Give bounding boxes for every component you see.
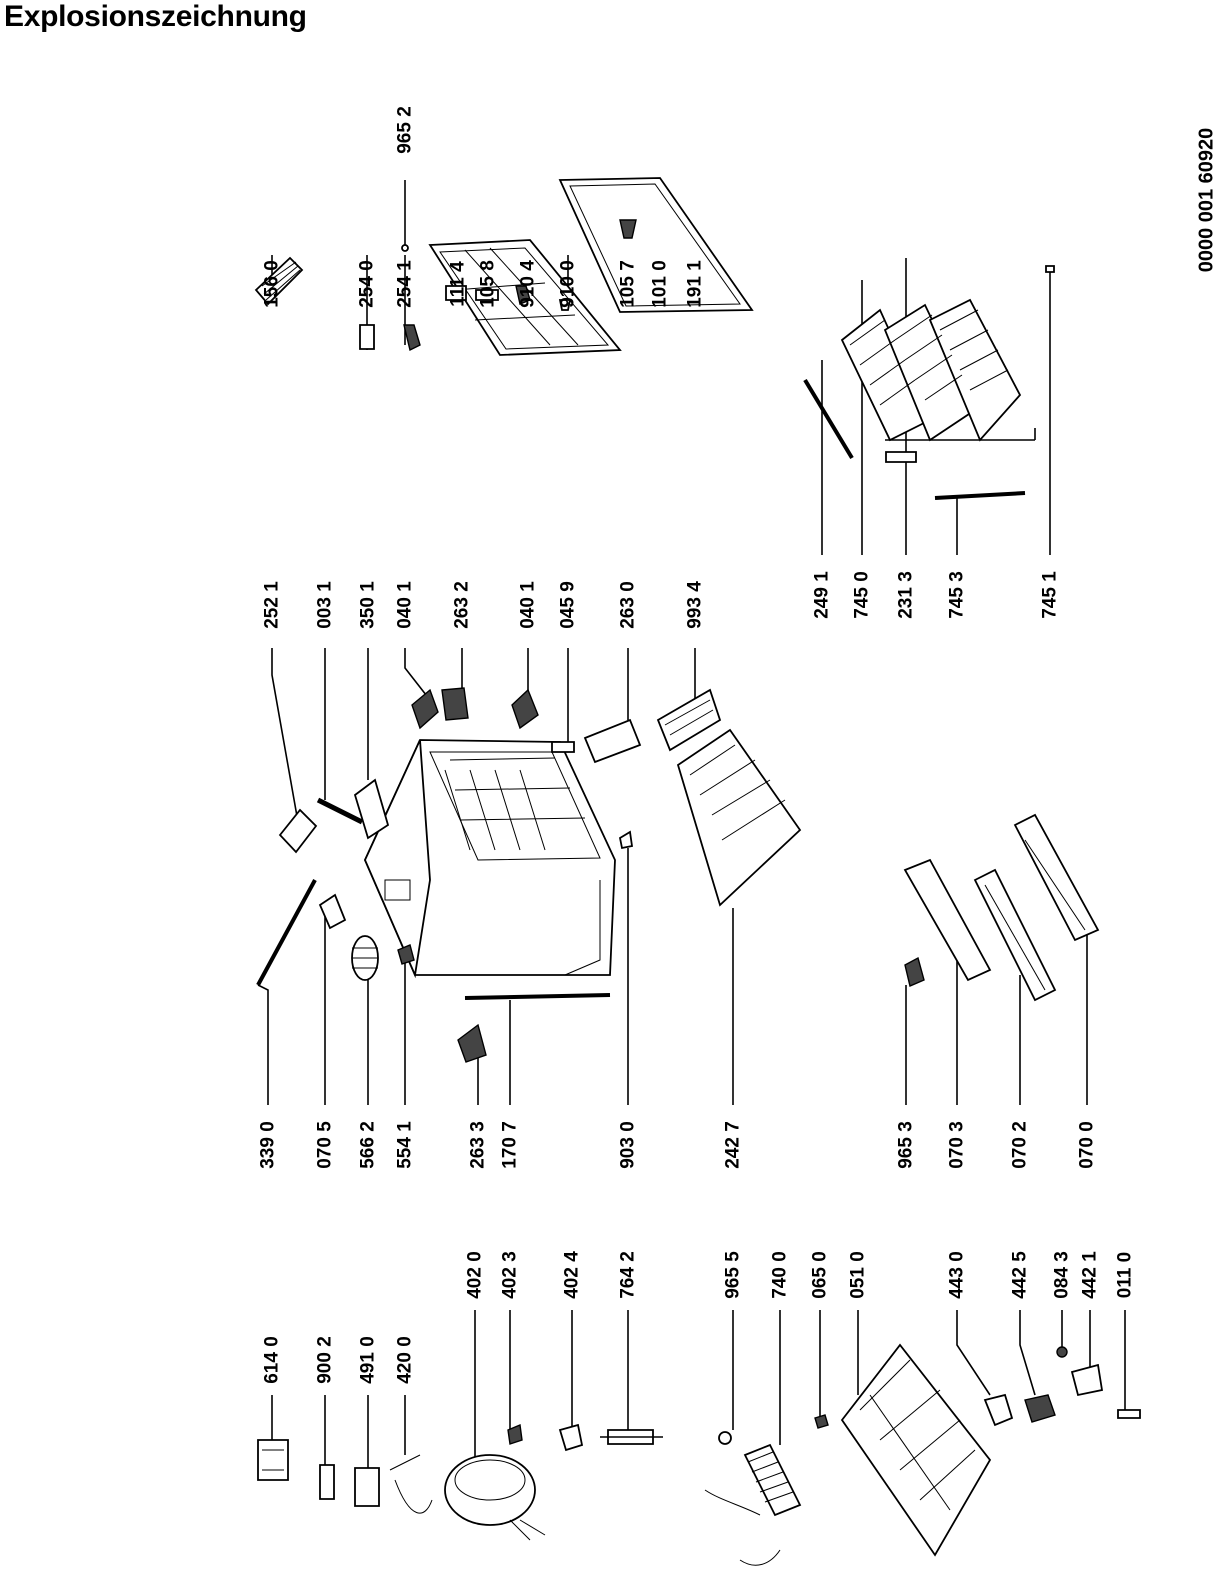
part-label-910-4: 910 4 (517, 260, 539, 308)
cabinet-body (365, 740, 615, 975)
part-label-965-2: 965 2 (394, 106, 416, 154)
part-label-993-4: 993 4 (684, 581, 706, 629)
part-label-252-1: 252 1 (261, 581, 283, 629)
part-label-740-0: 740 0 (769, 1251, 791, 1299)
leader-443-0 (957, 1310, 990, 1395)
part-label-231-3: 231 3 (895, 571, 917, 619)
part-label-065-0: 065 0 (809, 1251, 831, 1299)
part-label-402-3: 402 3 (499, 1251, 521, 1299)
part-label-442-5: 442 5 (1009, 1251, 1031, 1299)
leader-339-0 (258, 985, 268, 1105)
part-label-070-2: 070 2 (1009, 1121, 1031, 1169)
condenser-740-0 (705, 1415, 828, 1565)
part-label-070-5: 070 5 (314, 1121, 336, 1169)
cabinet-parts (258, 688, 800, 1062)
leader-442-5 (1020, 1310, 1035, 1395)
part-label-350-1: 350 1 (357, 581, 379, 629)
part-label-420-0: 420 0 (394, 1336, 416, 1384)
part-label-402-4: 402 4 (561, 1251, 583, 1299)
part-label-070-0: 070 0 (1076, 1121, 1098, 1169)
part-label-263-3: 263 3 (467, 1121, 489, 1169)
part-label-254-1: 254 1 (394, 260, 416, 308)
part-label-084-3: 084 3 (1051, 1251, 1073, 1299)
part-label-105-7: 105 7 (617, 260, 639, 308)
compressor-402-0 (445, 1425, 663, 1540)
leader-040-1a (405, 648, 430, 700)
leader-252-1 (272, 648, 298, 822)
part-label-745-3: 745 3 (946, 571, 968, 619)
door-gasket-191-1 (560, 178, 752, 312)
part-label-339-0: 339 0 (257, 1121, 279, 1169)
small-parts-top (360, 220, 636, 350)
part-label-903-0: 903 0 (617, 1121, 639, 1169)
part-label-242-7: 242 7 (722, 1121, 744, 1169)
part-label-040-1-b: 040 1 (517, 581, 539, 629)
part-label-491-0: 491 0 (357, 1336, 379, 1384)
part-label-051-0: 051 0 (847, 1251, 869, 1299)
part-label-764-2: 764 2 (617, 1251, 639, 1299)
part-label-263-0: 263 0 (617, 581, 639, 629)
basket-parts (805, 266, 1054, 498)
part-label-045-9: 045 9 (557, 581, 579, 629)
base-frame-051-0 (842, 1345, 990, 1555)
baskets-745-0 (842, 300, 1035, 440)
part-label-254-0: 254 0 (356, 260, 378, 308)
part-label-101-0: 101 0 (649, 260, 671, 308)
part-label-566-2: 566 2 (357, 1121, 379, 1169)
part-label-442-1: 442 1 (1079, 1251, 1101, 1299)
part-label-443-0: 443 0 (946, 1251, 968, 1299)
part-label-011-0: 011 0 (1114, 1251, 1136, 1299)
part-label-402-0: 402 0 (464, 1251, 486, 1299)
page-title: Explosionszeichnung (4, 0, 307, 33)
part-label-554-1: 554 1 (394, 1121, 416, 1169)
electrical-parts (258, 1440, 432, 1513)
part-label-111-4: 111 4 (447, 261, 469, 307)
part-label-745-1: 745 1 (1039, 571, 1061, 619)
part-label-263-2: 263 2 (451, 581, 473, 629)
control-parts (985, 1347, 1140, 1425)
part-label-170-7: 170 7 (499, 1121, 521, 1169)
part-label-910-0: 910 0 (557, 260, 579, 308)
part-label-003-1: 003 1 (314, 581, 336, 629)
part-label-249-1: 249 1 (811, 571, 833, 619)
part-label-614-0: 614 0 (261, 1336, 283, 1384)
part-label-900-2: 900 2 (314, 1336, 336, 1384)
ice-tray-156-0 (256, 258, 302, 304)
part-label-965-3: 965 3 (895, 1121, 917, 1169)
part-label-156-0: 156 0 (261, 260, 283, 308)
part-label-965-5: 965 5 (722, 1251, 744, 1299)
part-label-745-0: 745 0 (851, 571, 873, 619)
rails (905, 815, 1098, 1000)
part-label-070-3: 070 3 (946, 1121, 968, 1169)
part-label-105-8: 105 8 (477, 260, 499, 308)
part-label-191-1: 191 1 (684, 260, 706, 308)
part-label-040-1-a: 040 1 (394, 581, 416, 629)
